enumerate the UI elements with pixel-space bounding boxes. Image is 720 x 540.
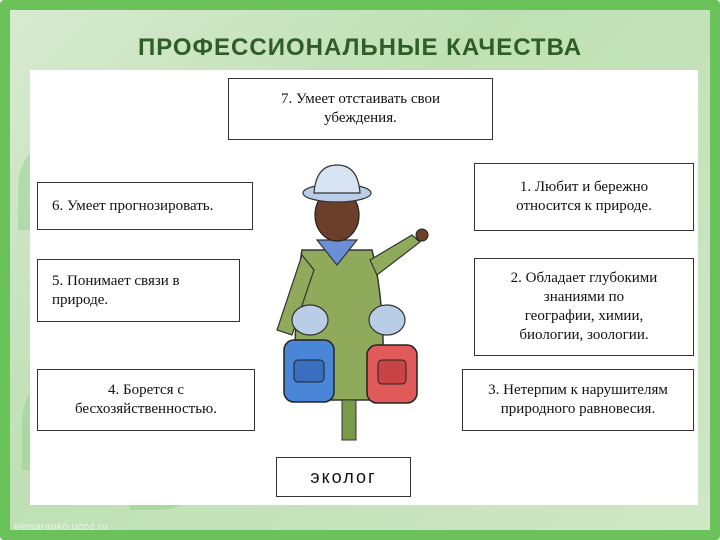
quality-box-7: 7. Умеет отстаивать свои убеждения. <box>228 78 493 140</box>
quality-box-4: 4. Борется с бесхозяйственностью. <box>37 369 255 431</box>
quality-box-1: 1. Любит и бережно относится к природе. <box>474 163 694 231</box>
quality-box-6: 6. Умеет прогнозировать. <box>37 182 253 230</box>
role-label-box: эколог <box>276 457 411 497</box>
watermark-text: elenaranko.ucoz.ru <box>14 521 108 533</box>
ecologist-illustration <box>276 164 429 441</box>
slide-title: ПРОФЕССИОНАЛЬНЫЕ КАЧЕСТВА <box>137 34 583 61</box>
quality-box-2: 2. Обладает глубокими знаниями по геогра… <box>474 258 694 356</box>
quality-box-3: 3. Нетерпим к нарушителям природного рав… <box>462 369 694 431</box>
quality-box-5: 5. Понимает связи в природе. <box>37 259 240 322</box>
